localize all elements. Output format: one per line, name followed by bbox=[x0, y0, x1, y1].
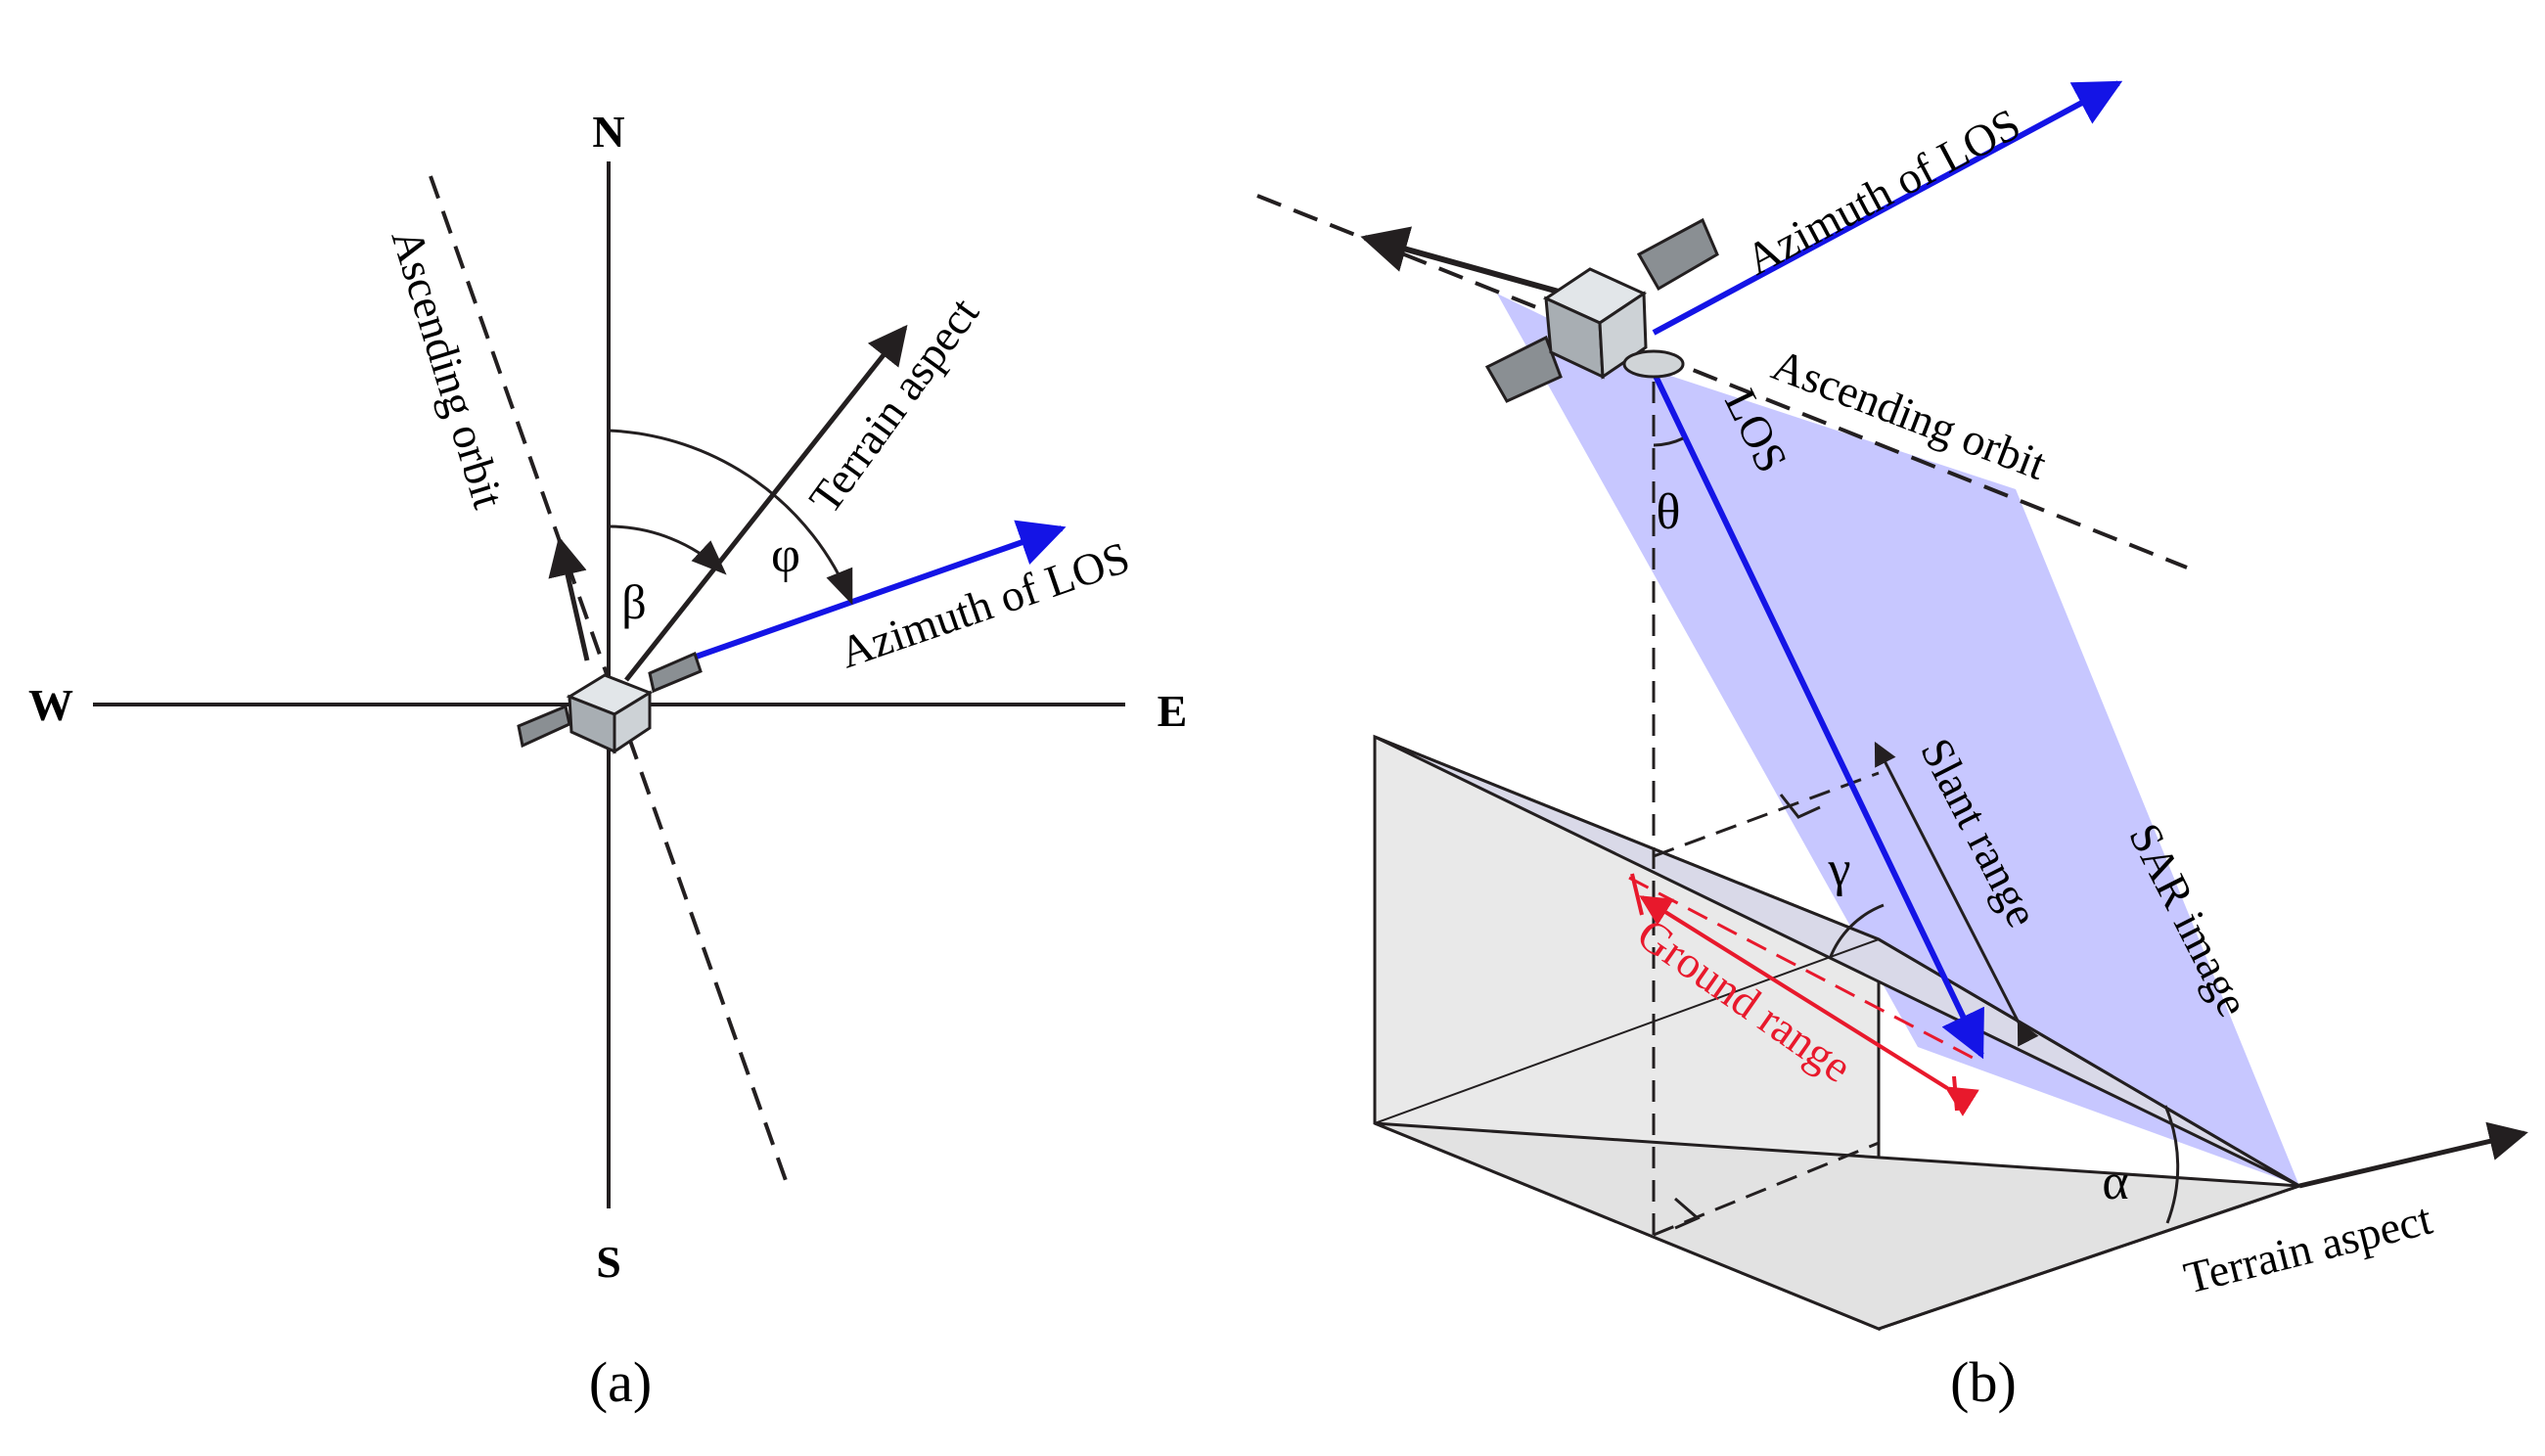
alpha-arc bbox=[2163, 1105, 2180, 1224]
azimuth-los-arrow bbox=[684, 520, 1067, 663]
ground-range-tick-right bbox=[1952, 1075, 1959, 1112]
slant-range-arrow bbox=[1874, 741, 2039, 1047]
ascending-orbit-line-b bbox=[1256, 194, 2188, 569]
compass-south-label: S bbox=[596, 1237, 621, 1287]
orbit-direction-arrow bbox=[548, 536, 590, 661]
sar-image-plane bbox=[1497, 294, 2299, 1186]
caption-a: (a) bbox=[589, 1350, 652, 1414]
alpha-symbol: α bbox=[2102, 1155, 2128, 1210]
azimuth-los-label-b: Azimuth of LOS bbox=[1738, 99, 2028, 285]
terrain-aspect-arrow bbox=[624, 324, 908, 682]
ascending-orbit-label: Ascending orbit bbox=[382, 223, 514, 514]
azimuth-los-arrow-b bbox=[1652, 80, 2123, 336]
terrain-aspect-arrow-b bbox=[2298, 1121, 2528, 1189]
panel-b: Azimuth of LOS Ascending orbit LOS θ γ S… bbox=[1256, 80, 2528, 1414]
compass-west-label: W bbox=[28, 680, 73, 730]
satellite-icon-b bbox=[1484, 217, 1719, 403]
theta-arc bbox=[1653, 436, 1684, 447]
ground-range-arrow bbox=[1639, 895, 1979, 1116]
panel-a: N S W E Ascending orbit Terrain aspect A… bbox=[28, 107, 1187, 1414]
hidden-top-edge bbox=[1653, 771, 1880, 858]
satellite-icon bbox=[517, 651, 703, 754]
gamma-symbol: γ bbox=[1828, 842, 1851, 897]
ground-range-tick-left bbox=[1630, 873, 1644, 916]
terrain-back-bottom bbox=[1878, 1184, 2300, 1331]
right-angle-marker-bottom bbox=[1674, 1197, 1701, 1230]
beta-symbol: β bbox=[621, 574, 646, 629]
phi-symbol: φ bbox=[771, 527, 800, 583]
compass-north-label: N bbox=[592, 107, 624, 157]
beta-arc bbox=[608, 524, 727, 575]
caption-b: (b) bbox=[1950, 1350, 2017, 1414]
terrain-aspect-label: Terrain aspect bbox=[799, 289, 988, 523]
terrain-base-face bbox=[1374, 1121, 2300, 1331]
compass-east-label: E bbox=[1158, 686, 1188, 736]
theta-symbol: θ bbox=[1657, 484, 1681, 540]
right-angle-marker-top bbox=[1779, 794, 1821, 819]
flight-direction-arrow bbox=[1360, 226, 1567, 296]
phi-arc bbox=[608, 429, 853, 606]
